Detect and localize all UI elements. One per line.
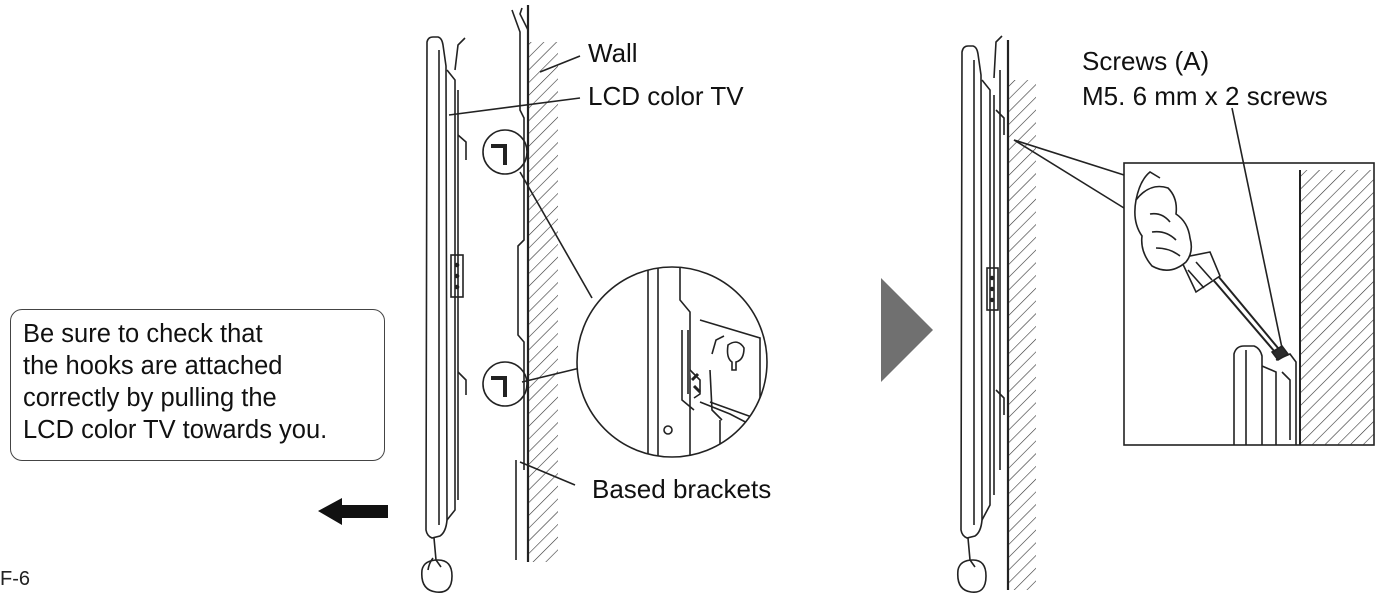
check-hooks-note: Be sure to check that the hooks are atta… <box>10 309 385 461</box>
hook-detail-circle-top <box>482 129 528 175</box>
hook-magnifier <box>576 266 768 458</box>
wall-hatch-right <box>1008 80 1036 590</box>
hook-detail-circle-bottom <box>482 361 528 407</box>
page-number: F-6 <box>0 568 30 590</box>
bracket-profile <box>511 7 529 560</box>
note-line: correctly by pulling the <box>23 384 277 412</box>
label-wall: Wall <box>588 38 638 68</box>
note-line: the hooks are attached <box>23 352 283 380</box>
tv-side-profile-right <box>956 35 1005 593</box>
screw-inset <box>1123 162 1375 446</box>
right-figure <box>956 35 1375 593</box>
triangle-right-icon <box>881 278 933 382</box>
tv-side-profile <box>420 36 467 593</box>
note-line: Be sure to check that <box>23 320 263 348</box>
label-based-brackets: Based brackets <box>592 474 771 504</box>
label-screws-spec: M5. 6 mm x 2 screws <box>1082 81 1328 111</box>
arrow-left-icon <box>318 498 388 525</box>
note-line: LCD color TV towards you. <box>23 416 328 444</box>
label-screws-a: Screws (A) <box>1082 46 1209 76</box>
label-lcd-color-tv: LCD color TV <box>588 81 744 111</box>
wall-hatch <box>528 42 558 562</box>
left-figure <box>420 5 768 593</box>
